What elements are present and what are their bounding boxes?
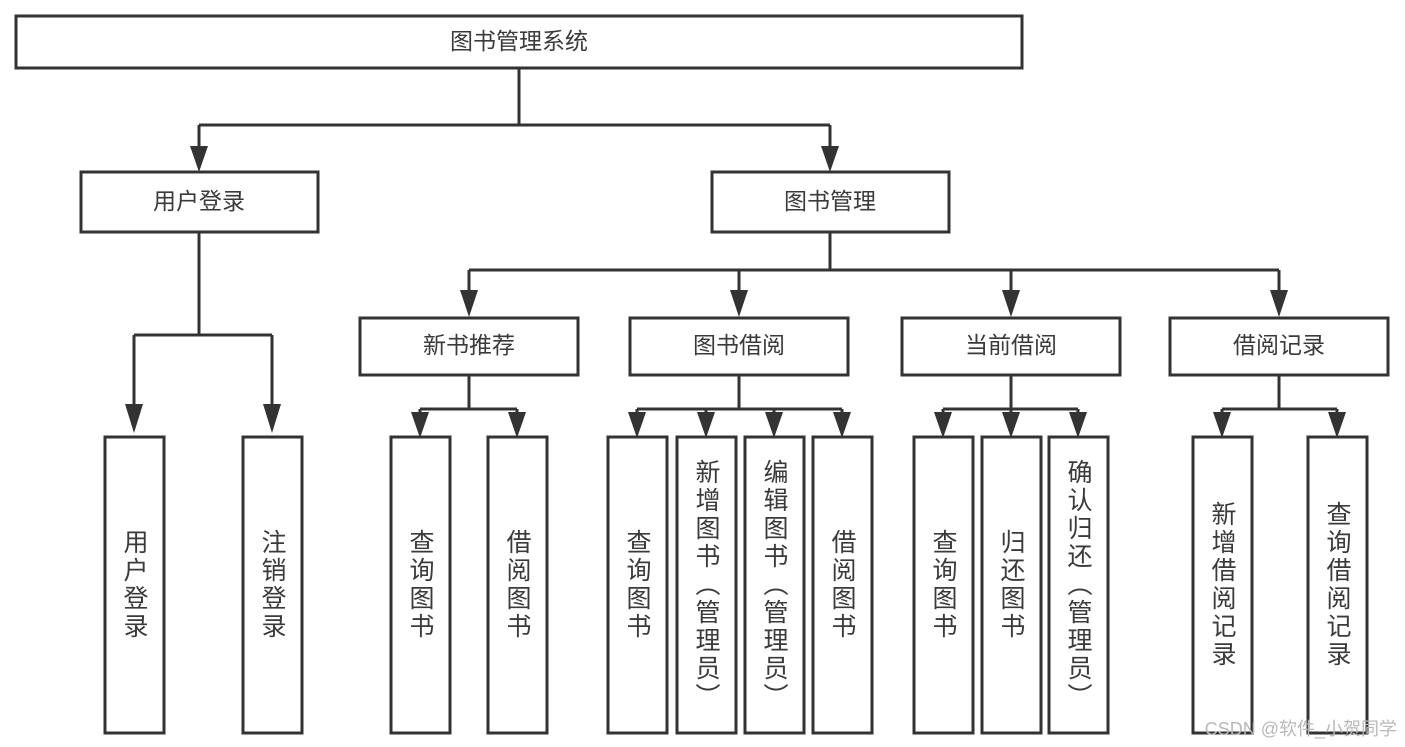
node-leaf-logout-box[interactable] xyxy=(241,435,304,735)
arrow-to-leaf-query-book-3 xyxy=(934,412,952,438)
arrow-to-leaf-return-book xyxy=(1002,412,1020,438)
node-root-label: 图书管理系统 xyxy=(450,28,588,54)
node-root[interactable]: 图书管理系统 xyxy=(14,14,1024,70)
node-leaf-borrow-book-1-label: 借阅图书 xyxy=(503,529,532,641)
node-leaf-query-book-3-box[interactable] xyxy=(912,435,975,735)
arrow-to-leaf-borrow-book-1 xyxy=(508,412,526,438)
node-leaf-borrow-book-2-label: 借阅图书 xyxy=(828,529,857,641)
node-new-book-recommend-box[interactable] xyxy=(358,316,580,377)
node-leaf-query-record-label: 查询借阅记录 xyxy=(1323,501,1352,669)
arrow-to-leaf-borrow-book-2 xyxy=(833,412,851,438)
node-root-box[interactable] xyxy=(14,14,1024,70)
arrow-to-book-manage xyxy=(821,146,839,172)
node-leaf-query-record[interactable]: 查询借阅记录 xyxy=(1306,435,1369,735)
connector-current-borrow-to-leaves xyxy=(934,375,1087,438)
arrow-to-leaf-user-login xyxy=(125,404,143,433)
node-leaf-query-book-3[interactable]: 查询图书 xyxy=(912,435,975,735)
node-leaf-add-book[interactable]: 新增图书（管理员） xyxy=(675,435,738,735)
node-leaf-borrow-book-2-box[interactable] xyxy=(811,435,874,735)
node-leaf-add-record-box[interactable] xyxy=(1191,435,1254,735)
connector-book-manage-to-level3 xyxy=(460,232,1288,317)
connector-borrow-record-to-leaves xyxy=(1213,375,1346,438)
node-leaf-return-book-box[interactable] xyxy=(980,435,1043,735)
node-leaf-logout[interactable]: 注销登录 xyxy=(241,435,304,735)
node-new-book-recommend-label: 新书推荐 xyxy=(423,332,515,358)
node-current-borrow-box[interactable] xyxy=(900,316,1122,377)
connector-new-book-recommend-to-leaves xyxy=(411,375,526,438)
node-leaf-edit-book-label: 编辑图书（管理员） xyxy=(760,459,789,711)
node-book-borrow[interactable]: 图书借阅 xyxy=(628,316,850,377)
connector-book-borrow-to-leaves xyxy=(628,375,851,438)
node-leaf-borrow-book-1[interactable]: 借阅图书 xyxy=(486,435,549,735)
node-leaf-borrow-book-1-box[interactable] xyxy=(486,435,549,735)
node-leaf-query-book-1-label: 查询图书 xyxy=(406,529,435,641)
node-leaf-confirm-return-label: 确认归还（管理员） xyxy=(1064,459,1093,711)
arrow-to-leaf-logout xyxy=(263,404,281,433)
arrow-to-current-borrow xyxy=(1002,290,1020,317)
node-leaf-logout-label: 注销登录 xyxy=(258,529,287,641)
node-borrow-record-box[interactable] xyxy=(1168,316,1390,377)
node-book-manage-label: 图书管理 xyxy=(784,188,876,214)
node-leaf-query-book-1-box[interactable] xyxy=(389,435,452,735)
node-new-book-recommend[interactable]: 新书推荐 xyxy=(358,316,580,377)
node-leaf-query-book-2-box[interactable] xyxy=(606,435,669,735)
node-leaf-return-book[interactable]: 归还图书 xyxy=(980,435,1043,735)
node-leaf-borrow-book-2[interactable]: 借阅图书 xyxy=(811,435,874,735)
node-leaf-edit-book-box[interactable] xyxy=(743,435,806,735)
node-leaf-query-book-1[interactable]: 查询图书 xyxy=(389,435,452,735)
connector-root-to-level2 xyxy=(190,68,839,172)
arrow-to-leaf-add-record xyxy=(1213,412,1231,438)
node-leaf-add-record[interactable]: 新增借阅记录 xyxy=(1191,435,1254,735)
node-user-login-box[interactable] xyxy=(79,170,320,234)
arrow-to-leaf-query-book-2 xyxy=(628,412,646,438)
arrow-to-borrow-record xyxy=(1270,290,1288,317)
node-borrow-record[interactable]: 借阅记录 xyxy=(1168,316,1390,377)
node-leaf-confirm-return-box[interactable] xyxy=(1047,435,1110,735)
node-leaf-user-login[interactable]: 用户登录 xyxy=(103,435,166,735)
node-current-borrow[interactable]: 当前借阅 xyxy=(900,316,1122,377)
node-book-borrow-box[interactable] xyxy=(628,316,850,377)
node-leaf-return-book-label: 归还图书 xyxy=(997,529,1026,641)
node-leaf-confirm-return[interactable]: 确认归还（管理员） xyxy=(1047,435,1110,735)
node-leaf-query-book-2-label: 查询图书 xyxy=(623,529,652,641)
connector-user-login-to-leaves xyxy=(125,232,281,433)
node-current-borrow-label: 当前借阅 xyxy=(965,332,1057,358)
node-leaf-query-book-3-label: 查询图书 xyxy=(929,529,958,641)
arrow-to-new-book-recommend xyxy=(460,290,478,317)
arrow-to-leaf-query-book-1 xyxy=(411,412,429,438)
arrow-to-leaf-edit-book xyxy=(765,412,783,438)
node-leaf-add-record-label: 新增借阅记录 xyxy=(1208,501,1237,669)
csdn-watermark: CSDN @软件_小贺同学 xyxy=(1204,719,1397,739)
node-leaf-user-login-box[interactable] xyxy=(103,435,166,735)
arrow-to-book-borrow xyxy=(730,290,748,317)
node-leaf-query-book-2[interactable]: 查询图书 xyxy=(606,435,669,735)
node-user-login[interactable]: 用户登录 xyxy=(79,170,320,234)
arrow-to-leaf-query-record xyxy=(1328,412,1346,438)
node-leaf-add-book-box[interactable] xyxy=(675,435,738,735)
arrow-to-leaf-confirm-return xyxy=(1069,412,1087,438)
node-book-manage-box[interactable] xyxy=(710,170,951,234)
node-user-login-label: 用户登录 xyxy=(153,188,245,214)
node-leaf-edit-book[interactable]: 编辑图书（管理员） xyxy=(743,435,806,735)
arrow-to-user-login xyxy=(190,146,208,172)
node-leaf-user-login-label: 用户登录 xyxy=(120,529,149,641)
arrow-to-leaf-add-book xyxy=(697,412,715,438)
node-book-manage[interactable]: 图书管理 xyxy=(710,170,951,234)
node-leaf-query-record-box[interactable] xyxy=(1306,435,1369,735)
node-book-borrow-label: 图书借阅 xyxy=(693,332,785,358)
node-borrow-record-label: 借阅记录 xyxy=(1233,332,1325,358)
node-leaf-add-book-label: 新增图书（管理员） xyxy=(692,459,721,711)
